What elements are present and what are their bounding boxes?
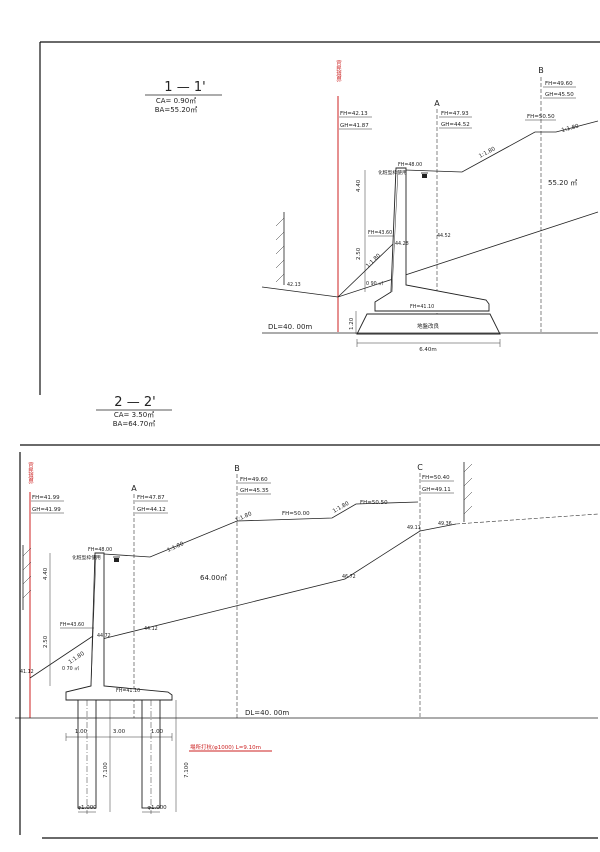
point-b-gh: GH=45.50: [545, 92, 574, 98]
front-fh: FH=43.60: [60, 622, 84, 628]
slope-front-label: 1:1.80: [365, 253, 382, 270]
wall-top-fh: FH=48.00: [88, 547, 112, 553]
pile-right-diameter: φ1.000: [147, 805, 167, 811]
drawing-frame: [19, 41, 600, 839]
wall-height-upper: 4.40: [356, 179, 362, 192]
point-c-elev-1: 49.11: [407, 525, 421, 531]
boundary-fh: FH=42.13: [340, 111, 368, 117]
fill-area-value: 64.00㎡: [200, 574, 227, 582]
wall-top-fh: FH=48.00: [398, 162, 422, 168]
fill-surface-line: [404, 120, 599, 173]
boundary-fh: FH=41.99: [32, 495, 60, 501]
pile-left-diameter: φ1.000: [77, 805, 97, 811]
cut-area-label: CA= 3.50㎡: [114, 411, 154, 419]
section-2-2: 2 — 2' CA= 3.50㎡ BA=64.70㎡ 官民境界 FH=41.99…: [15, 395, 599, 814]
footing-dim-right: 1.00: [151, 729, 164, 735]
boundary-elevation: 41.12: [20, 669, 34, 675]
improvement-depth: 1.20: [349, 317, 355, 330]
point-a-gh: GH=44.12: [137, 507, 166, 513]
formwork-note: 化粧型枠使用: [72, 554, 101, 561]
existing-wall-hatch: [275, 212, 285, 285]
point-a-fh: FH=47.93: [441, 111, 469, 117]
footing-dim-center: 3.00: [113, 729, 126, 735]
wall-front-face: [90, 554, 97, 687]
boundary-label: 官民境界: [335, 59, 342, 84]
fill-surface-line: [103, 501, 419, 558]
point-a-label: A: [131, 484, 137, 493]
boundary-label: 官民境界: [27, 461, 34, 486]
section-title: 1 — 1': [164, 80, 205, 95]
point-c-fh: FH=50.40: [422, 475, 450, 481]
ground-improvement-label: 地盤改良: [417, 322, 440, 330]
datum-label: DL=40. 00m: [245, 709, 289, 717]
boundary-elevation: 42.13: [287, 282, 301, 288]
slope-front-label: 1:1.80: [68, 651, 86, 666]
ground-mid-elevation: 46.72: [342, 574, 356, 580]
point-b-fh: FH=49.60: [240, 477, 268, 483]
section-title: 2 — 2': [114, 395, 155, 410]
point-a-fh: FH=47.87: [137, 495, 165, 501]
wall-height-upper: 4.40: [43, 567, 49, 580]
existing-wall-hatch-right: [463, 462, 473, 522]
point-a-label: A: [434, 99, 440, 108]
point-b-label: B: [538, 66, 544, 75]
base-top-fh: FH=41.10: [116, 688, 140, 694]
slope-1-label: 1:1.80: [166, 541, 185, 554]
retaining-wall: [374, 167, 490, 312]
point-c-gh: GH=49.11: [422, 487, 451, 493]
crest-fh: FH=50.50: [527, 114, 555, 120]
wall-front-elevation: 44.28: [395, 241, 409, 247]
wall-height-lower: 2.50: [43, 635, 49, 648]
front-fh: FH=43.60: [368, 230, 392, 236]
existing-ground-line: [261, 211, 599, 298]
point-c-elev-2: 49.36: [438, 521, 452, 527]
fill-area-value: 55.20 ㎡: [548, 179, 577, 187]
pile-left-length: 7.100: [103, 762, 109, 778]
base-width: 6.40m: [419, 347, 437, 353]
cut-area-label: CA= 0.90㎡: [156, 97, 196, 105]
drain-icon: [421, 172, 428, 178]
formwork-note: 化粧型枠使用: [378, 169, 407, 176]
front-fill-slope: [29, 635, 94, 679]
point-b-gh: GH=45.35: [240, 488, 269, 494]
boundary-gh: GH=41.87: [340, 123, 369, 129]
section-1-1: 1 — 1' CA= 0.90㎡ BA=55.20㎡ 官民境界 FH=42.13…: [145, 59, 599, 353]
pile-right-length: 7.100: [184, 762, 190, 778]
point-a-gh: GH=44.52: [441, 122, 470, 128]
point-b-label: B: [234, 464, 240, 473]
footing-dimension-line: [65, 733, 173, 741]
footing-dim-left: 1.00: [75, 729, 88, 735]
boundary-gh: GH=41.99: [32, 507, 61, 513]
base-width-dimension: [356, 339, 501, 347]
front-area-value: 0 70 ㎡: [62, 665, 79, 672]
wall-front-face: [391, 169, 399, 293]
datum-label: DL=40. 00m: [268, 323, 312, 331]
wall-height-lower: 2.50: [356, 247, 362, 260]
retaining-wall: [65, 552, 173, 701]
point-c-label: C: [417, 463, 423, 472]
existing-ground-line: [97, 523, 457, 641]
front-area-value: 0 90 ㎡: [366, 280, 383, 287]
fill-area-label: BA=64.70㎡: [113, 420, 156, 428]
front-fill-slope: [337, 243, 394, 298]
wall-front-elevation: 44.72: [97, 633, 111, 639]
existing-ground-dashed: [455, 513, 599, 525]
bench-1-fh: FH=50.00: [282, 511, 310, 517]
bench-2-fh: FH=50.50: [360, 500, 388, 506]
pile-note: 場所打杭(φ1000) L=9.10m: [190, 743, 261, 751]
point-a-ground-elevation: 44.12: [144, 626, 158, 632]
point-a-ground-elevation: 44.52: [437, 233, 451, 239]
existing-wall-hatch-left: [22, 545, 32, 610]
point-b-fh: FH=49.60: [545, 81, 573, 87]
fill-area-label: BA=55.20㎡: [155, 106, 198, 114]
ground-improvement-block: [356, 313, 501, 335]
drain-icon: [113, 556, 120, 562]
slope-crest-label: 1:1.80: [561, 123, 580, 133]
base-top-fh: FH=41.10: [410, 304, 434, 310]
